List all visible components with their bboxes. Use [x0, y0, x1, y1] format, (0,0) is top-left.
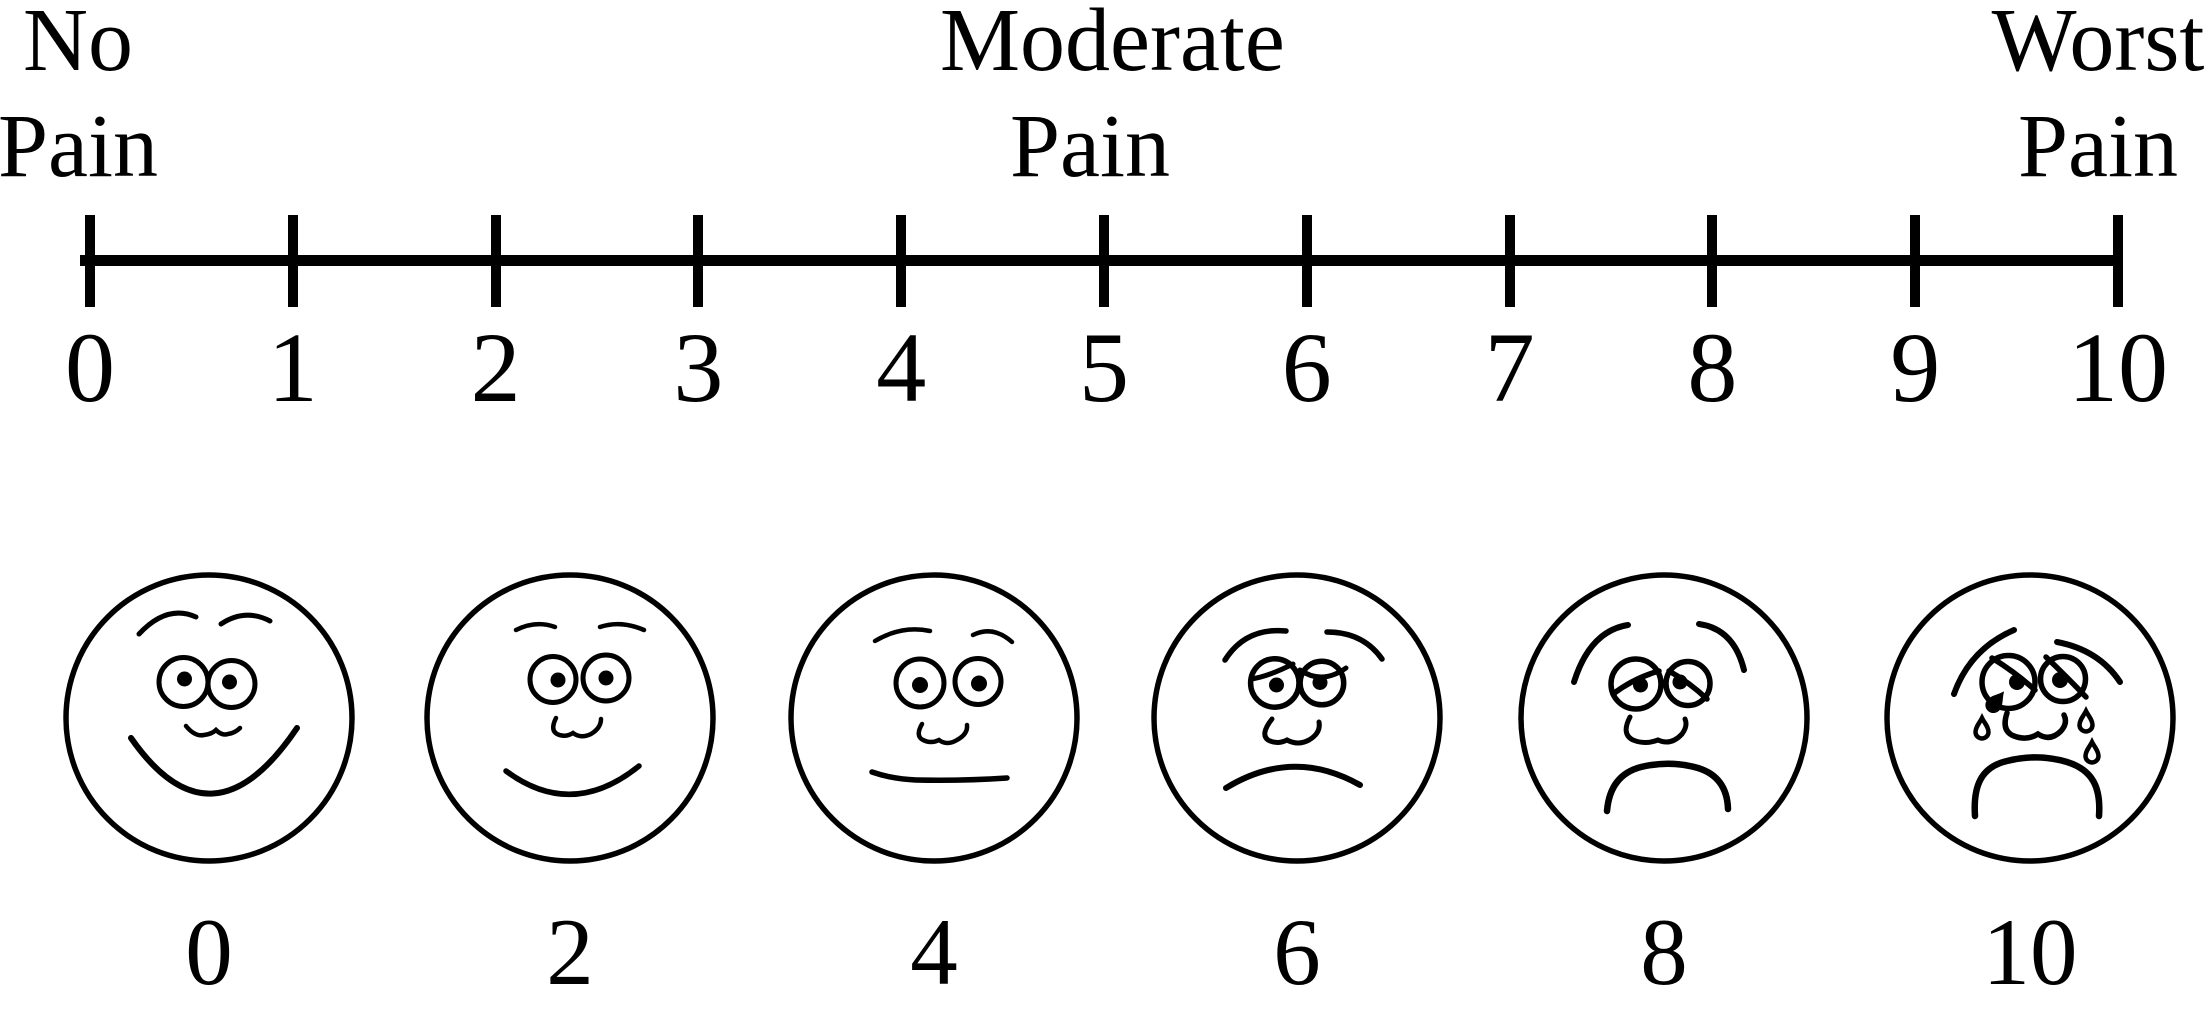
- eyes: [156, 655, 258, 710]
- eyebrows: [513, 621, 647, 633]
- tears: [1973, 691, 2101, 765]
- face-value-label: 6: [1273, 899, 1321, 1005]
- tick-label: 6: [1281, 312, 1332, 423]
- anchor-line: Pain: [0, 97, 158, 197]
- tear-right-lower: [2083, 736, 2101, 765]
- tick-label: 8: [1687, 312, 1738, 423]
- tick-mark: [490, 215, 501, 307]
- tick-mark: [896, 215, 907, 307]
- mouth: [1603, 760, 1732, 815]
- left-eyelid: [1989, 655, 2038, 693]
- anchor-line: Moderate: [940, 0, 1285, 90]
- tick-label: 3: [673, 312, 724, 423]
- tick-label: 9: [1890, 312, 1941, 423]
- eyes: [1247, 656, 1349, 710]
- mouth: [503, 763, 642, 798]
- nose: [551, 715, 604, 739]
- face-6-icon: [1147, 568, 1447, 868]
- nose: [1623, 714, 1689, 745]
- mouth: [1223, 763, 1363, 791]
- tick-label: 7: [1484, 312, 1535, 423]
- tick-mark: [1504, 215, 1515, 307]
- tear-right-upper: [2077, 705, 2095, 734]
- mouth: [869, 769, 1010, 783]
- mouth: [1971, 754, 2103, 820]
- face-value-label: 8: [1640, 899, 1688, 1005]
- face-value-label: 4: [910, 899, 958, 1005]
- tick-mark: [2113, 215, 2123, 307]
- face-outline: [1518, 572, 1810, 864]
- tick-label: 4: [876, 312, 927, 423]
- left-eyelid: [1248, 661, 1296, 682]
- eyes: [527, 652, 632, 705]
- tick-label: 5: [1079, 312, 1129, 423]
- eyebrows: [136, 610, 273, 637]
- face-value-label: 2: [546, 899, 594, 1005]
- anchor-label-no-pain: No Pain: [0, 0, 228, 200]
- nose: [2002, 710, 2069, 741]
- eyebrows: [1571, 621, 1747, 685]
- tick-label: 1: [267, 312, 318, 423]
- nose: [1262, 716, 1322, 746]
- tick-label: 2: [470, 312, 521, 423]
- tick-mark: [1910, 215, 1921, 307]
- face-2-icon: [420, 568, 720, 868]
- anchor-line: Pain: [2017, 97, 2178, 197]
- face-outline: [1884, 572, 2176, 864]
- face-4-icon: [784, 568, 1084, 868]
- eyes: [1608, 656, 1713, 712]
- face-value-label: 10: [1982, 899, 2078, 1005]
- face-outline: [1151, 572, 1443, 864]
- face-0-icon: [59, 568, 359, 868]
- tick-label: 10: [2068, 312, 2168, 423]
- nose: [916, 721, 970, 746]
- tick-mark: [693, 215, 704, 307]
- tick-mark: [1707, 215, 1718, 307]
- anchor-line: Worst: [1991, 0, 2205, 90]
- tick-mark: [85, 215, 95, 307]
- tear-on-eye: [1985, 691, 2005, 714]
- tick-mark: [1301, 215, 1312, 307]
- face-10-icon: [1880, 568, 2180, 868]
- eyebrows: [1951, 627, 2123, 697]
- nose: [183, 723, 243, 738]
- right-eyelid: [1666, 668, 1710, 702]
- anchor-line: No: [23, 0, 133, 90]
- face-outline: [788, 572, 1080, 864]
- tear-left: [1973, 712, 1991, 741]
- tick-mark: [287, 215, 298, 307]
- eyes: [893, 656, 1004, 710]
- eyebrows: [872, 627, 1015, 645]
- mouth: [128, 725, 300, 797]
- face-value-label: 0: [185, 899, 233, 1005]
- tick-label: 0: [65, 312, 115, 423]
- face-8-icon: [1514, 568, 1814, 868]
- face-outline: [424, 572, 716, 864]
- eyes: [1979, 652, 2089, 712]
- anchor-label-moderate-pain: Moderate Pain: [940, 0, 1285, 200]
- eyebrows: [1222, 627, 1385, 663]
- numeric-rating-scale: 0 1 2 3 4 5 6 7 8 9 10: [0, 0, 2205, 440]
- anchor-line: Pain: [1009, 97, 1170, 197]
- tick-mark: [1099, 215, 1109, 307]
- face-outline: [63, 572, 355, 864]
- anchor-label-worst-pain: Worst Pain: [1948, 0, 2205, 200]
